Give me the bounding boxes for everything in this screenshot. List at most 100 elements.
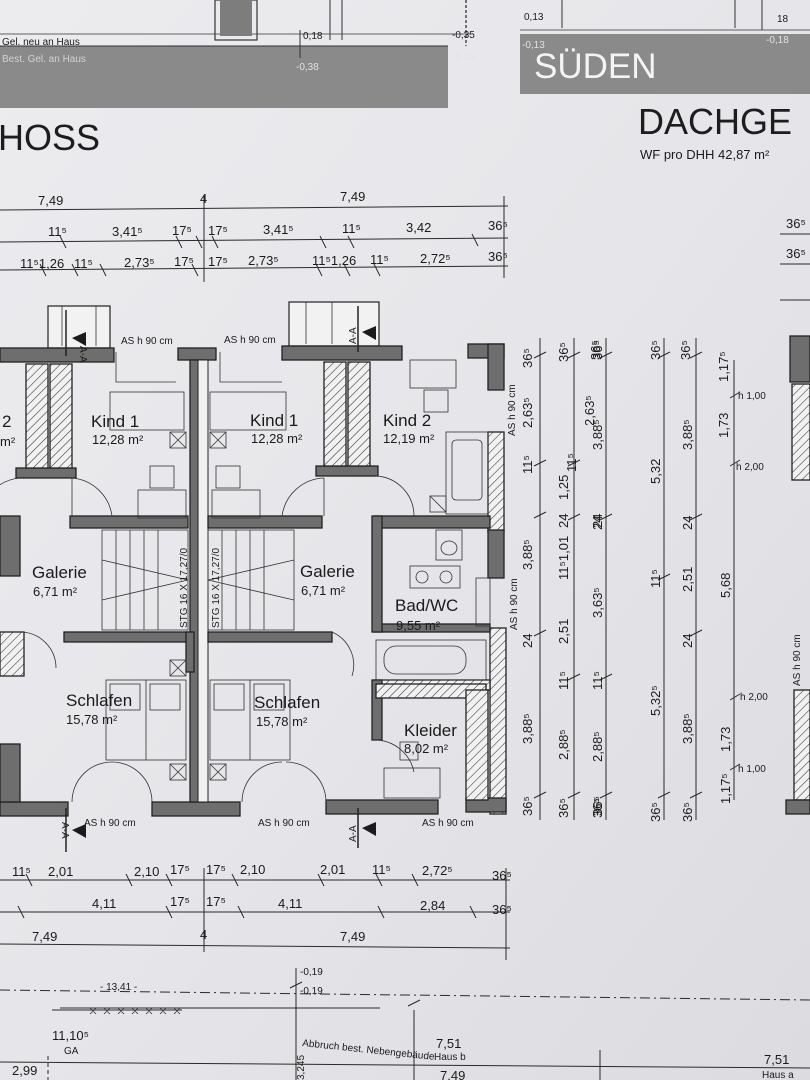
dim-label: 2,01 — [320, 862, 345, 877]
dim-label: 24 — [680, 634, 695, 648]
site-dim-label: 7,49 — [440, 1068, 465, 1080]
dim-label: 2,73⁵ — [124, 255, 155, 270]
bottom-dimension-lines — [0, 868, 511, 960]
section-mark-label: A-A — [348, 327, 359, 344]
dim-label: 36⁵ — [488, 249, 508, 264]
bottom-dimension-labels: 11⁵ 2,01 2,10 17⁵ 17⁵ 2,10 2,01 11⁵ 2,72… — [12, 862, 512, 944]
level-label: 18 — [777, 14, 789, 25]
site-level-label: -0,19 — [300, 986, 323, 997]
dim-label: 2,63⁵ — [520, 397, 535, 428]
room-area: 6,71 m² — [301, 583, 346, 598]
section-mark-label: A-A — [348, 825, 359, 842]
dim-label: 2,73⁵ — [248, 253, 279, 268]
dim-label: 36⁵ — [520, 796, 535, 816]
dim-label: 1,73 — [716, 413, 731, 438]
top-dimension-labels: 7,49 4 7,49 11⁵ 3,41⁵ 17⁵ 17⁵ 3,41⁵ 11⁵ … — [20, 189, 806, 271]
room-area: 6,71 m² — [33, 584, 78, 599]
dim-label: 36⁵ — [678, 340, 693, 360]
dim-label: 11⁵ — [564, 453, 579, 472]
stair-spec-label: STG 16 X 17,27/0 — [179, 548, 190, 628]
dim-label: 36⁵ — [590, 340, 605, 360]
top-dimension-lines — [0, 196, 810, 282]
height-label: h 2,00 — [736, 462, 764, 473]
floor-plan-walls — [0, 301, 507, 817]
level-label: 0,18 — [303, 31, 323, 42]
dim-label: 3,88⁵ — [520, 713, 535, 744]
dim-label: 36⁵ — [786, 246, 806, 261]
dim-label: 36⁵ — [488, 218, 508, 233]
dim-label: 11⁵1,01 — [556, 536, 571, 580]
level-label: -0,35 — [452, 30, 475, 41]
dim-label: 4 — [200, 191, 207, 206]
dim-label: 3,63⁵ — [590, 587, 605, 618]
parapet-label: AS h 90 cm — [258, 818, 310, 829]
site-dim-label: 11,10⁵ — [52, 1028, 89, 1043]
level-label: -0,35 — [452, 52, 475, 63]
dim-label: 24 — [680, 516, 695, 530]
dim-label: 17⁵ — [208, 223, 228, 238]
dim-label: 36⁵ — [492, 902, 512, 917]
dim-label: 17⁵ — [170, 894, 190, 909]
dim-label: 11⁵ — [590, 671, 605, 690]
dim-label: 2,63⁵ — [582, 395, 597, 426]
room-name: Galerie — [32, 563, 87, 582]
garage-label: GA — [64, 1046, 79, 1057]
vertical-dimension-lines — [533, 299, 810, 820]
dim-label: 2,51 — [556, 619, 571, 644]
dim-label: 11⁵1,26 — [312, 253, 356, 268]
site-dim-label: 2,99 — [12, 1063, 37, 1078]
dim-label: 4 — [200, 927, 207, 942]
parapet-label: AS h 90 cm — [422, 818, 474, 829]
room-name: Kleider — [404, 721, 457, 740]
dim-label: 4,11 — [278, 896, 302, 911]
dim-label: 11⁵ — [48, 224, 67, 239]
dim-label: 7,49 — [32, 929, 57, 944]
house-label: Haus b — [434, 1052, 466, 1063]
dim-label: 36⁵ — [588, 340, 603, 360]
dim-label: 4,11 — [92, 896, 116, 911]
room-name: Bad/WC — [395, 596, 458, 615]
dim-label: 3,88⁵ — [680, 419, 695, 450]
dim-label: 7,49 — [38, 193, 63, 208]
ground-existing-label: Best. Gel. an Haus — [2, 54, 86, 65]
top-elevation-strip: Gel. neu an Haus Best. Gel. an Haus 0,18… — [0, 0, 810, 108]
room-area: 8,02 m² — [404, 741, 449, 756]
dim-label: 3,88⁵ — [590, 419, 605, 450]
dim-label: 2,84 — [420, 898, 445, 913]
dim-label: 11⁵1,26 — [20, 256, 64, 271]
room-name: 2 — [2, 412, 11, 431]
site-dim-label: 7,51 — [436, 1036, 461, 1051]
dim-label: 1,25 — [556, 475, 571, 500]
dim-label: 24 — [520, 634, 535, 648]
dim-label: 2,01 — [48, 864, 73, 879]
section-mark-label: A-A — [77, 346, 88, 363]
parapet-label: AS h 90 cm — [121, 336, 173, 347]
dim-label: 11⁵ — [12, 864, 31, 879]
ground-new-label: Gel. neu an Haus — [2, 37, 80, 48]
site-hatch-marks — [89, 1007, 181, 1015]
dim-label: 1,17⁵ — [716, 351, 731, 382]
dim-label: 36⁵ — [590, 796, 605, 816]
vertical-dimension-labels: 36⁵ 2,63⁵ 11⁵ 3,88⁵ 24 3,88⁵ 36⁵ 36⁵ 1,2… — [520, 340, 768, 822]
parapet-label: AS h 90 cm — [224, 335, 276, 346]
attic-heading: DACHGE — [638, 101, 792, 142]
dim-label: 7,49 — [340, 929, 365, 944]
section-markers — [65, 306, 376, 852]
dim-label: 36⁵ — [786, 216, 806, 231]
parapet-label: AS h 90 cm — [509, 578, 520, 630]
dim-label: 3,88⁵ — [520, 539, 535, 570]
dim-label: 2,88⁵ — [556, 729, 571, 760]
room-name: Kind 1 — [250, 411, 298, 430]
dim-label: 36⁵ — [492, 868, 512, 883]
dim-label: 2,51 — [680, 567, 695, 592]
dim-label: 5,68 — [718, 573, 733, 598]
dim-label: 3,42 — [406, 220, 431, 235]
floor-heading: HOSS — [0, 117, 100, 158]
level-label: -0,13 — [522, 40, 545, 51]
dim-label: 1,73 — [718, 727, 733, 752]
dim-label: 3,88⁵ — [680, 713, 695, 744]
dim-label: 11⁵ — [520, 455, 535, 474]
room-area: 12,19 m² — [383, 431, 435, 446]
